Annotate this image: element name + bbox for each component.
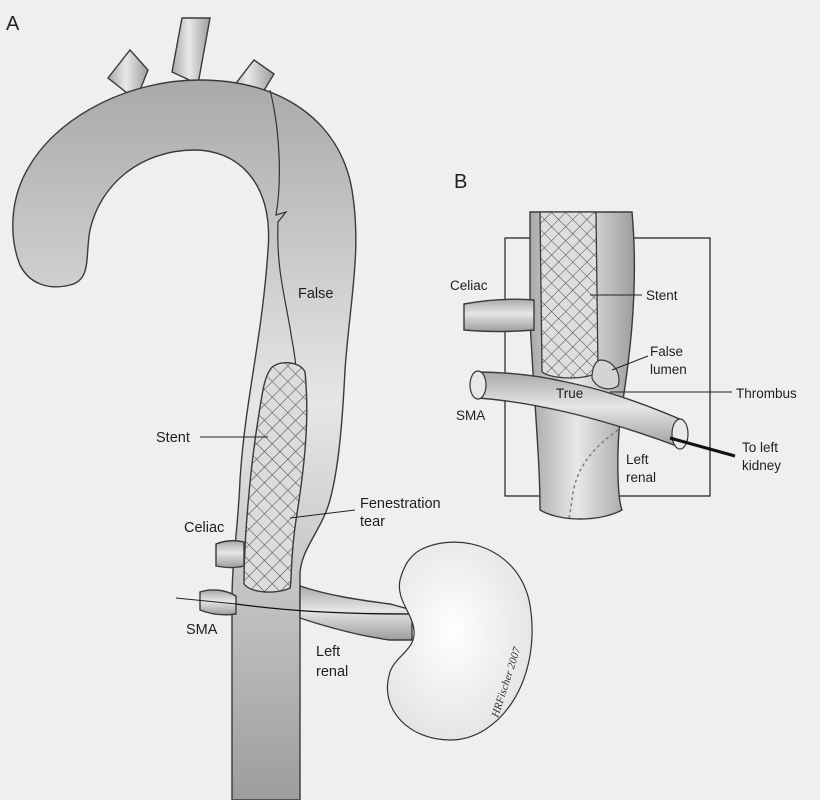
false-lumen-b (591, 359, 620, 390)
panel-a-letter: A (6, 13, 20, 35)
label-false-lumen-a: False (298, 286, 333, 302)
label-false-b: False (650, 344, 683, 359)
stent-b (539, 211, 599, 379)
label-stent-b: Stent (646, 288, 678, 303)
panel-b-letter: B (454, 171, 467, 193)
renal-opening-b (671, 418, 689, 450)
label-celiac-b: Celiac (450, 278, 488, 293)
label-kidney-b: kidney (742, 458, 781, 473)
label-to-left-b: To left (742, 440, 778, 455)
label-thrombus-b: Thrombus (736, 386, 797, 401)
label-lumen-b: lumen (650, 362, 687, 377)
label-renal-b: renal (626, 470, 656, 485)
label-left-renal-a: Left (316, 644, 340, 660)
celiac-artery-a (215, 539, 245, 569)
renal-catheter-wire (235, 603, 411, 615)
stent-a (243, 362, 308, 593)
label-renal-a: renal (316, 664, 348, 680)
celiac-artery-b (463, 298, 535, 333)
panel-b-frame (504, 237, 711, 497)
left-kidney (386, 541, 533, 741)
label-left-renal-b: Left (626, 452, 649, 467)
label-sma-a: SMA (186, 622, 218, 638)
label-celiac-a: Celiac (184, 520, 224, 536)
sma-opening-b (469, 370, 487, 400)
label-fenestration-a: Fenestration (360, 496, 441, 512)
catheter-b (669, 436, 736, 458)
panel-b: B Celiac Stent False lumen True Thrombu (450, 171, 797, 521)
label-fenestration-tear-a: tear (360, 514, 385, 530)
label-sma-b: SMA (456, 408, 485, 423)
label-stent-a: Stent (156, 430, 190, 446)
label-true-lumen-b: True (556, 386, 583, 401)
panel-a: A HRFischer 2007 False Stent Fenestratio… (6, 13, 533, 800)
aortic-arch (12, 79, 357, 800)
dissection-flap-b (567, 429, 619, 521)
